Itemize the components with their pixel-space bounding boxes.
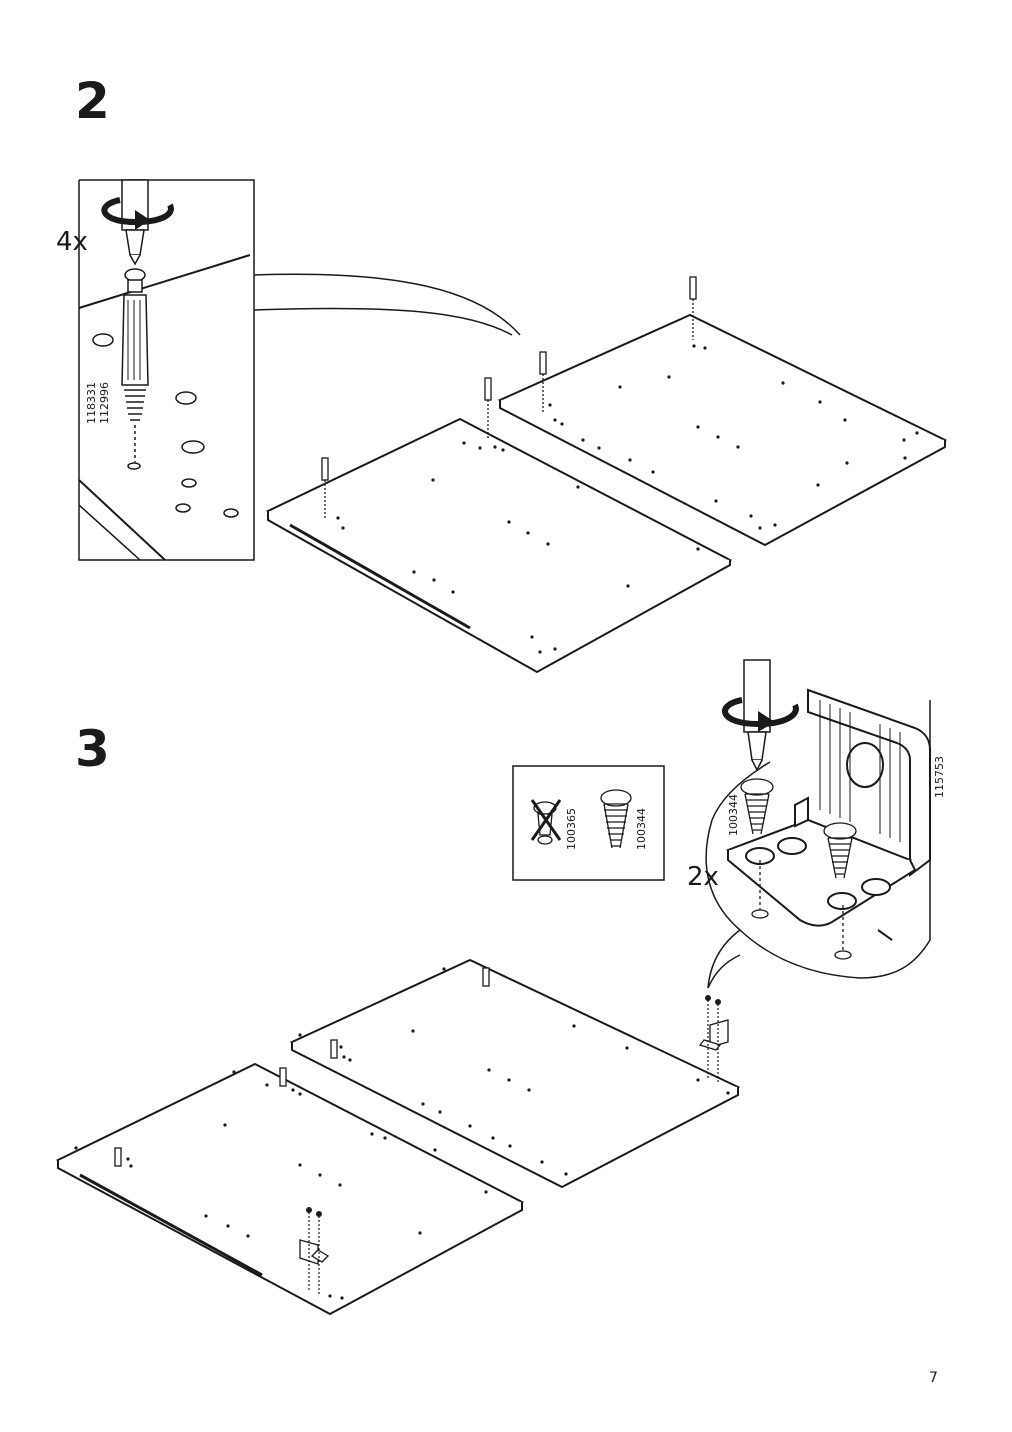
dowels xyxy=(321,276,697,520)
panel-front xyxy=(265,417,733,674)
crossed-screw-icon xyxy=(530,799,562,845)
step-number: 3 xyxy=(75,720,110,778)
part-number-label: 100344 xyxy=(635,808,648,850)
page-number: 7 xyxy=(929,1370,938,1386)
quantity-label: 4x xyxy=(56,227,88,257)
bracket-icon xyxy=(726,688,931,927)
part-number-label: 112996 xyxy=(98,382,111,424)
cam-dowel-icon xyxy=(121,268,149,462)
panel-back-step3 xyxy=(289,958,741,1189)
quantity-label: 2x xyxy=(687,862,719,892)
part-number-label: 100344 xyxy=(727,794,740,836)
detail-frame xyxy=(78,179,255,561)
panel-front-step3 xyxy=(55,1062,525,1316)
part-number-label: 118331 xyxy=(85,382,98,424)
fastener-box xyxy=(512,765,665,881)
rotation-arrow-head xyxy=(135,210,150,230)
part-number-label: 115753 xyxy=(933,756,946,798)
screw-icon xyxy=(600,789,632,849)
rotation-arrow-icon xyxy=(101,197,174,226)
callout-line xyxy=(253,273,521,336)
step-number: 2 xyxy=(75,72,110,130)
panel-back xyxy=(497,313,948,547)
part-number-label: 100365 xyxy=(565,808,578,850)
